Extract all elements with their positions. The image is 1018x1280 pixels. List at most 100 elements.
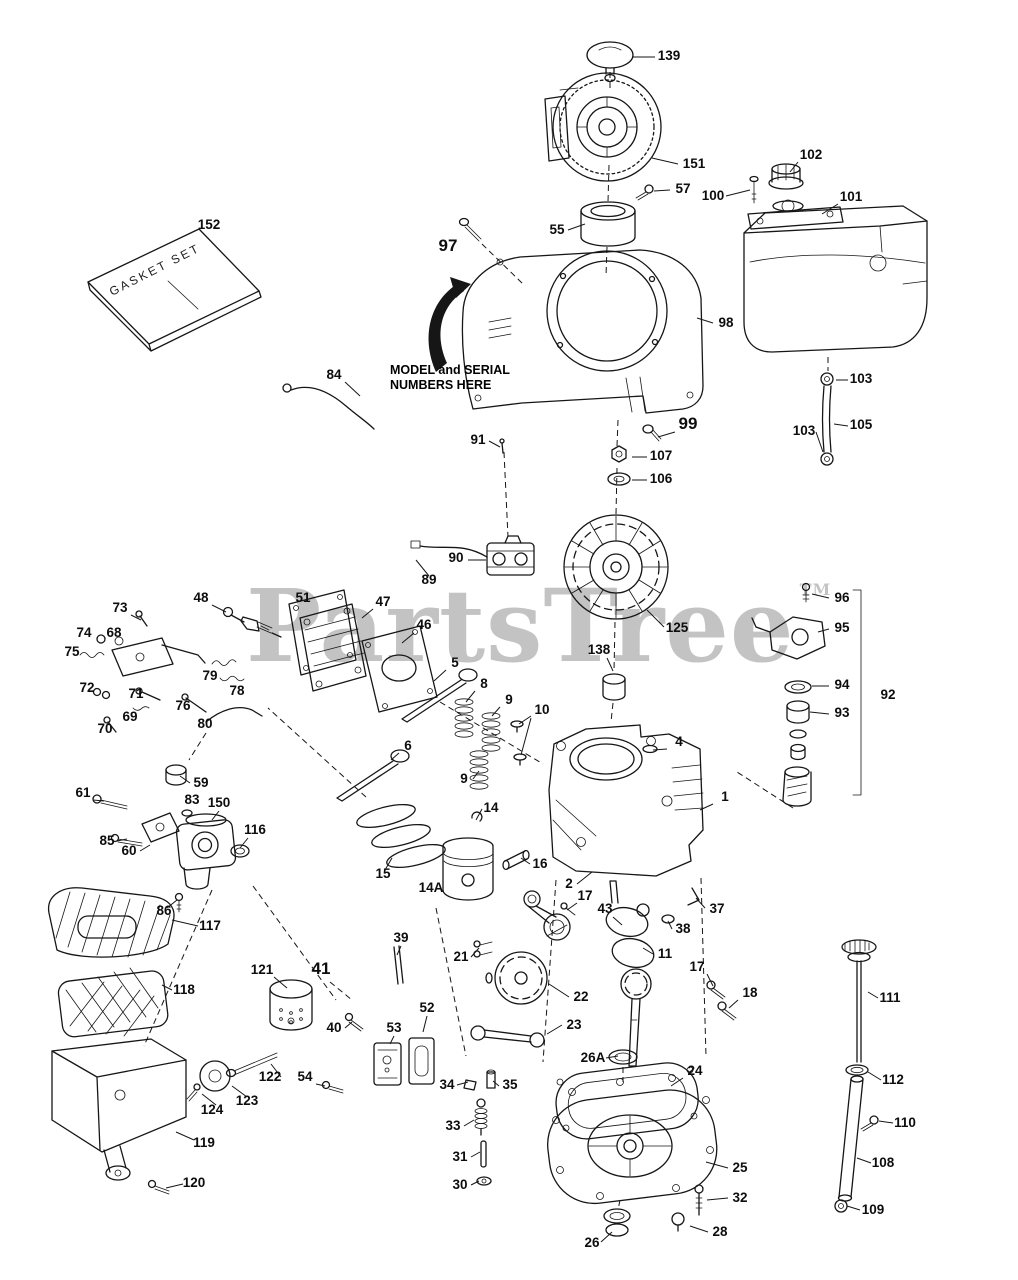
part-label-123: 123 [236,1093,259,1108]
ignition-coil [410,535,535,576]
part-label-43: 43 [597,901,613,916]
leader-line [273,976,288,989]
dipstick-group [834,939,879,1213]
part-label-75: 75 [64,644,80,659]
part-label-85: 85 [99,833,115,848]
leader-line [652,748,668,751]
part-label-76: 76 [175,698,191,713]
muffler-group [186,979,364,1102]
part-label-103: 103 [850,371,873,386]
leader-line [175,1131,195,1141]
part-label-8: 8 [480,676,488,691]
part-label-101: 101 [840,189,863,204]
leader-line [415,559,430,577]
part-label-116: 116 [244,822,266,837]
leader-line [670,1077,684,1087]
leader-line [546,1024,563,1035]
leader-line [705,1161,729,1169]
leader-line [811,593,830,599]
part-label-33: 33 [445,1118,461,1133]
recoil-starter-assembly [544,41,662,182]
leader-line [488,440,501,448]
part-label-55: 55 [549,222,565,237]
leader-line [270,1063,282,1078]
leader-line [384,857,393,871]
part-label-17: 17 [689,959,704,974]
part-label-152: 152 [198,217,221,232]
leader-line [706,1197,729,1201]
assembly-axis-line [503,451,509,538]
leader-line [491,706,501,717]
part-label-14A: 14A [419,880,444,895]
leader-line [475,808,483,821]
assembly-axis-line [607,164,610,203]
leader-line [171,919,199,927]
part-label-110: 110 [894,1115,916,1130]
leader-line [433,669,447,682]
fuel-tank-assembly [743,163,928,466]
blower-housing [461,249,704,414]
part-label-96: 96 [834,590,850,605]
assembly-axis-line [439,701,544,765]
part-label-53: 53 [386,1020,402,1035]
part-label-23: 23 [566,1017,582,1032]
housing-fasteners [458,217,662,486]
leader-line [463,1119,475,1127]
part-label-139: 139 [658,48,681,63]
leader-line [567,223,586,231]
part-label-124: 124 [201,1102,224,1117]
air-cleaner-group [48,887,187,1195]
camshaft-oil-pump [463,951,548,1186]
part-label-17: 17 [577,888,592,903]
assembly-dashed-lines [143,72,829,1211]
part-label-100: 100 [702,188,725,203]
leader-line [456,1081,469,1086]
part-label-48: 48 [193,590,209,605]
part-label-5: 5 [451,655,459,670]
part-label-15: 15 [375,866,391,881]
part-label-41: 41 [312,959,331,978]
part-label-1: 1 [721,789,729,804]
assembly-axis-line [613,621,616,672]
part-label-103: 103 [793,423,816,438]
assembly-axis-line [542,879,557,1063]
part-label-94: 94 [834,677,850,692]
leader-line [566,902,578,911]
assembly-axis-line [736,771,794,809]
leader-line [667,920,673,930]
part-label-57: 57 [675,181,690,196]
part-label-52: 52 [419,1000,434,1015]
part-label-54: 54 [297,1069,313,1084]
part-label-121: 121 [251,962,274,977]
piston-rings-rod [356,803,576,985]
leader-line [470,947,480,958]
leader-line [657,431,676,438]
part-label-9: 9 [505,692,513,707]
leader-line [361,608,374,619]
part-label-97: 97 [439,236,458,255]
leader-line [817,628,830,633]
leader-line [809,711,830,715]
carburetor-group [92,764,250,913]
part-label-117: 117 [199,918,221,933]
leader-line [344,381,361,397]
screw-57 [635,184,654,201]
leader-line [518,715,532,725]
leader-line [389,1035,395,1045]
assembly-axis-line [605,246,608,277]
leader-line [239,837,249,849]
part-label-10: 10 [534,702,549,717]
assembly-axis-line [617,1199,621,1211]
part-label-78: 78 [229,683,245,698]
part-label-31: 31 [452,1149,468,1164]
part-label-21: 21 [453,949,469,964]
assembly-axis-line [616,419,619,447]
leader-line [867,991,879,999]
part-label-118: 118 [173,982,195,997]
leader-lines [92,56,894,1243]
part-label-112: 112 [882,1072,904,1087]
leader-line [646,609,665,628]
assembly-axis-line [610,702,614,723]
watermark-text: PartsTree [246,567,795,685]
